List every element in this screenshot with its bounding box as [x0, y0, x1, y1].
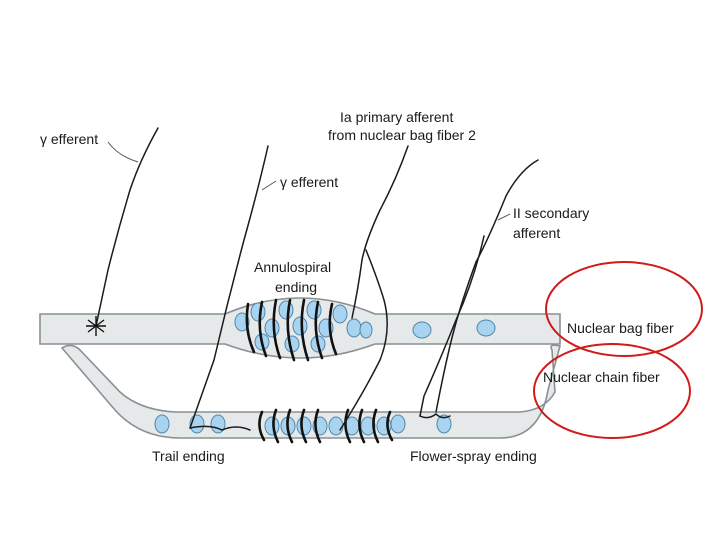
ia-afferent-label-line1: Ia primary afferent [340, 109, 453, 125]
gamma-efferent-2-label: γ efferent [280, 174, 338, 190]
chain-coil [258, 408, 394, 444]
ia-afferent-nerve-a [351, 145, 409, 319]
ii-afferent-leader [497, 213, 511, 221]
ii-afferent-nerve-b [419, 235, 485, 417]
gamma-efferent-2-leader [261, 180, 277, 191]
trail-ending-branch [189, 425, 251, 431]
annulospiral-label-line2: ending [275, 279, 317, 295]
annulospiral-label-line1: Annulospiral [254, 259, 331, 275]
annulospiral-coil [245, 298, 338, 362]
ii-afferent-label-line2: afferent [513, 225, 560, 241]
flower-spray-ending-label: Flower-spray ending [410, 448, 537, 464]
nuclear-bag-highlight-ellipse [545, 261, 703, 357]
gamma-efferent-1-label: γ efferent [40, 131, 98, 147]
ia-afferent-label-line2: from nuclear bag fiber 2 [328, 127, 476, 143]
ii-afferent-label-line1: II secondary [513, 205, 589, 221]
bag-nucleus [412, 321, 432, 339]
nuclear-chain-fiber-label: Nuclear chain fiber [543, 369, 660, 385]
nuclear-chain-highlight-ellipse [533, 343, 691, 439]
gamma-efferent-nerve-2 [189, 145, 269, 429]
ii-afferent-nerve-a [435, 159, 539, 413]
gamma-efferent-nerve-1 [95, 127, 159, 327]
trail-ending-label: Trail ending [152, 448, 225, 464]
gamma-efferent-1-leader [107, 141, 139, 163]
ia-afferent-nerve-b [339, 249, 388, 431]
flower-spray-branch [419, 413, 451, 419]
motor-endplate-star [86, 316, 106, 336]
bag-nucleus [476, 319, 496, 337]
nuclear-bag-fiber-label: Nuclear bag fiber [567, 320, 674, 336]
